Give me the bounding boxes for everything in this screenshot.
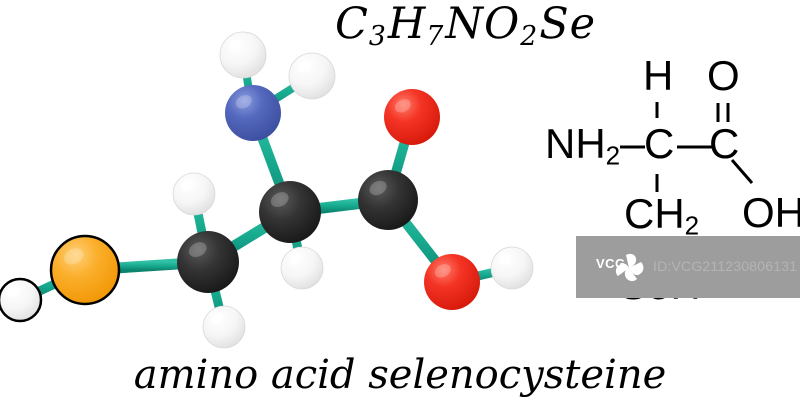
atom-selenium (49, 234, 121, 306)
skeletal-label-ch2: CH2 (624, 193, 699, 247)
atom-highlight (289, 254, 302, 265)
atom-oxygen (384, 89, 440, 145)
atom-highlight (499, 254, 512, 265)
atom-carbon (177, 231, 239, 293)
atom-highlight (64, 248, 84, 265)
atom-highlight (7, 286, 20, 297)
molecule-caption: amino acid selenocysteine (133, 352, 667, 398)
skeletal-label-o: O (707, 55, 740, 97)
watermark-band (576, 236, 800, 298)
skeletal-label-text: O (707, 52, 740, 99)
skeletal-label-text: NH (545, 120, 606, 167)
atom-highlight (394, 99, 411, 113)
atom-highlight (270, 192, 289, 208)
skeletal-bond-c-oh (730, 159, 754, 184)
atom-highlight (297, 61, 311, 73)
atom-highlight (235, 95, 252, 109)
atom-highlight (188, 242, 207, 258)
skeletal-label-c: C (644, 123, 674, 165)
atom-highlight (228, 40, 242, 52)
atom-oxygen (424, 254, 480, 310)
formula-hydrogen-symbol: H (387, 0, 427, 49)
formula-nitrogen-oxygen-symbol: NO (445, 0, 521, 49)
atom-highlight (369, 180, 387, 196)
skeletal-label-h: H (643, 55, 673, 97)
skeletal-label-nh2: NH2 (545, 123, 620, 177)
watermark-brand-text: VCG (596, 256, 626, 271)
atom-nitrogen (225, 85, 281, 141)
skeletal-label-oh: OH (742, 192, 800, 234)
skeletal-label-text: C (709, 120, 740, 167)
formula-carbon-count: 3 (368, 21, 386, 53)
formula-selenium-symbol: Se (539, 0, 597, 49)
skeletal-label-text: C (644, 120, 675, 167)
atom-highlight (181, 180, 194, 191)
vcg-pinwheel-logo-icon (615, 253, 644, 282)
watermark-id-text: ID:VCG211230806131 (653, 258, 798, 274)
atom-highlight (211, 313, 224, 324)
skeletal-label-c2: C (709, 123, 739, 165)
formula-oxygen-count: 2 (520, 21, 538, 53)
skeletal-label-text: OH (742, 189, 800, 236)
molecular-formula-title: C3H7NO2Se (335, 0, 625, 54)
atom-group (0, 31, 534, 349)
skeletal-label-text: CH (624, 190, 685, 237)
skeletal-label-text: H (643, 52, 674, 99)
skeletal-label-subscript: 2 (605, 140, 621, 171)
atom-carbon (259, 181, 321, 243)
atom-carbon (358, 170, 418, 230)
skeletal-label-subscript: 2 (684, 210, 700, 241)
atom-highlight (434, 264, 451, 278)
formula-hydrogen-count: 7 (426, 21, 444, 53)
formula-carbon-symbol: C (335, 0, 369, 49)
